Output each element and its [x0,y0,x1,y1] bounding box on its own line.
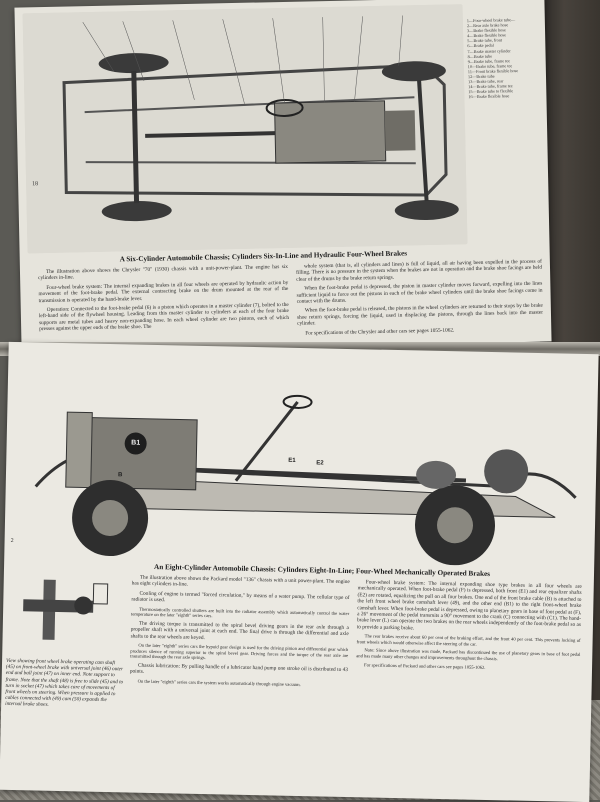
paragraph: Cooling of engine is termed "forced circ… [131,590,350,604]
six-cylinder-chassis-illustration [22,4,468,254]
paragraph: The rear brakes receive about 60 per cen… [356,633,581,647]
callout-b: B [117,472,123,479]
callout-e2: E2 [316,460,324,467]
front-brake-camshaft-detail [23,579,109,640]
paragraph: Operation: Connected to the foot-brake p… [38,301,290,333]
camshaft-side-caption: View showing front wheel brake operating… [5,657,124,709]
paragraph: Thermostatically controlled shutters are… [131,606,350,619]
paragraph: Four-wheel brake system: The internal ex… [38,279,289,304]
top-text-column-1: The illustration above shows the Chrysle… [38,264,289,336]
paragraph: When the foot-brake pedal is depressed, … [296,280,543,305]
paragraph: The illustration above shows the Chrysle… [38,263,288,282]
top-text-column-2: whole system (that is, all cylinders and… [296,259,544,340]
eight-cylinder-chassis-illustration [34,394,577,566]
paragraph: On the later "eighth" series cars the sy… [137,678,301,687]
bottom-page: B1 B E1 E2 2 An Eight-Cylinder Automobil… [0,341,599,802]
paragraph: Chassis lubrication: By pulling handle o… [129,662,349,675]
paragraph: The driving torque is transmitted to the… [130,620,349,641]
paragraph: Note: Since above illustration was made,… [356,647,581,662]
top-page: 1—Four-wheel brake tube— 2—Rear axle bra… [14,0,552,353]
bottom-text-column-2: Four-wheel brake system: The internal ex… [356,579,582,675]
callout-e1: E1 [288,457,296,464]
paragraph: On the later "eighth" series cars the hy… [130,642,349,661]
bottom-text-column-1: The illustration above shows the Packard… [130,575,350,692]
brake-parts-legend: 1—Four-wheel brake tube— 2—Rear axle bra… [467,17,545,100]
legend-item: 16—Brake flexible hose [468,93,510,100]
figure-number: 18 [32,181,39,188]
paragraph: For specifications of the Chrysler and o… [305,327,455,337]
paragraph: Four-wheel brake system: The internal ex… [356,579,582,632]
paragraph: whole system (that is, all cylinders and… [296,258,543,283]
paragraph: When the foot-brake pedal is released, t… [296,303,544,327]
paragraph: The illustration above shows the Packard… [131,574,350,589]
paragraph: For specifications of Packard and other … [364,662,486,670]
figure-number: 2 [10,537,14,545]
